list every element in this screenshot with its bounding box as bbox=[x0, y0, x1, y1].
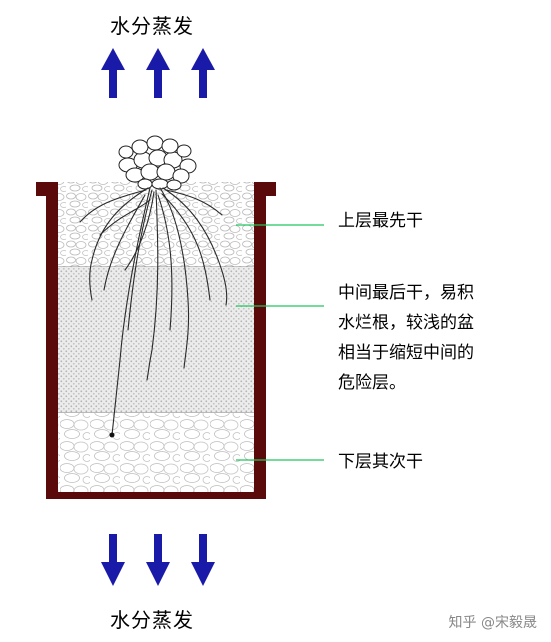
down-arrow-icon bbox=[146, 534, 170, 586]
evaporation-arrows-top bbox=[101, 48, 215, 98]
label-lower-layer: 下层其次干 bbox=[338, 452, 423, 472]
pot-wall-right bbox=[254, 182, 266, 499]
up-arrow-icon bbox=[191, 48, 215, 98]
watermark: 知乎 @宋毅晟 bbox=[448, 615, 537, 631]
down-arrow-icon bbox=[191, 534, 215, 586]
pot-bottom bbox=[46, 492, 266, 499]
soil-middle-layer bbox=[58, 267, 254, 413]
evaporation-arrows-bottom bbox=[101, 534, 215, 586]
pot bbox=[36, 182, 276, 499]
label-middle-line: 相当于缩短中间的 bbox=[338, 343, 474, 363]
label-middle-layer: 中间最后干，易积 水烂根，较浅的盆 相当于缩短中间的 危险层。 bbox=[338, 278, 543, 398]
down-arrow-icon bbox=[101, 534, 125, 586]
soil-lower-layer bbox=[58, 413, 254, 492]
label-upper-layer: 上层最先干 bbox=[338, 211, 423, 231]
bottom-caption: 水分蒸发 bbox=[110, 608, 194, 632]
top-caption: 水分蒸发 bbox=[110, 14, 194, 38]
plant-roots bbox=[79, 187, 228, 436]
label-middle-line: 危险层。 bbox=[338, 373, 406, 393]
up-arrow-icon bbox=[146, 48, 170, 98]
plant-rosette bbox=[118, 135, 197, 191]
pot-wall-left bbox=[46, 182, 58, 499]
up-arrow-icon bbox=[101, 48, 125, 98]
label-middle-line: 水烂根，较浅的盆 bbox=[338, 313, 474, 333]
leader-lines bbox=[236, 224, 324, 461]
label-middle-line: 中间最后干，易积 bbox=[338, 283, 474, 303]
